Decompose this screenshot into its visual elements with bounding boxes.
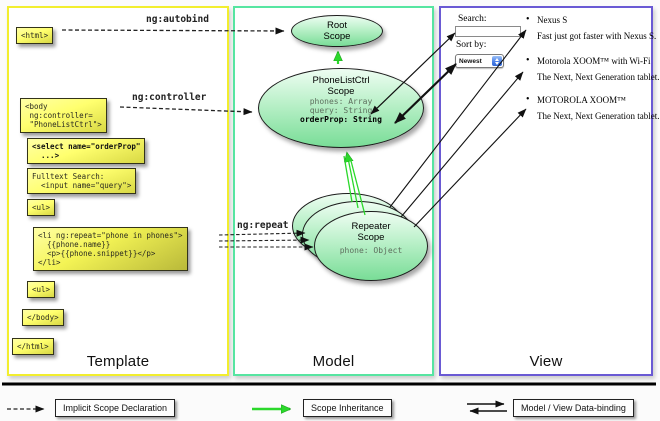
phonelistctrl-prop-phones: phones: Array	[309, 97, 373, 106]
view-item-name: Nexus S	[526, 14, 567, 25]
code-box-ul-close: <ul>	[27, 280, 56, 298]
repeater-scope-ellipse-front: Repeater Scope phone: Object	[314, 211, 428, 281]
repeater-prop-phone: phone: Object	[339, 246, 403, 255]
view-item-desc: Fast just got faster with Nexus S.	[537, 31, 657, 41]
ng-repeat-label: ng:repeat	[237, 220, 289, 231]
search-label: Search:	[458, 14, 487, 24]
code-box-body-open: <body ng:controller= "PhoneListCtrl">	[20, 97, 107, 133]
view-item-desc: The Next, Next Generation tablet.	[537, 72, 660, 82]
ng-controller-label: ng:controller	[132, 92, 207, 103]
search-input[interactable]	[455, 26, 521, 37]
ng-autobind-label: ng:autobind	[146, 14, 209, 25]
legend-implicit-scope-declaration: Implicit Scope Declaration	[55, 399, 176, 417]
code-box-ul-open: <ul>	[27, 198, 56, 216]
code-box-select: <select name="orderProp" ...>	[27, 137, 146, 164]
view-column-label: View	[529, 353, 563, 370]
root-scope-ellipse: Root Scope	[291, 15, 383, 47]
phonelistctrl-scope-title: PhoneListCtrl Scope	[312, 75, 370, 97]
repeater-scope-title: Repeater Scope	[351, 221, 391, 243]
view-item-name: Motorola XOOM™ with Wi-Fi	[526, 55, 651, 66]
model-column: Model	[233, 6, 434, 376]
phonelistctrl-prop-orderprop: orderProp: String	[300, 115, 382, 124]
sort-by-label: Sort by:	[456, 40, 487, 50]
legend-scope-inheritance: Scope Inheritance	[303, 399, 392, 417]
sort-dropdown-value: Newest	[459, 57, 482, 65]
code-box-html-open: <html>	[16, 26, 54, 44]
root-scope-title: Root Scope	[323, 20, 351, 42]
code-box-html-close: </html>	[12, 337, 54, 355]
dropdown-stepper-icon	[492, 56, 502, 66]
legend-model-view-data-binding: Model / View Data-binding	[513, 399, 634, 417]
code-box-li-repeat: <li ng:repeat="phone in phones"> {{phone…	[33, 226, 188, 271]
view-item-desc: The Next, Next Generation tablet.	[537, 111, 660, 121]
phonelistctrl-scope-ellipse: PhoneListCtrl Scope phones: Array query:…	[258, 68, 424, 148]
model-column-label: Model	[312, 353, 355, 370]
code-box-body-close: </body>	[22, 308, 64, 326]
sort-dropdown[interactable]: Newest	[455, 54, 504, 68]
code-box-fulltext-search: Fulltext Search: <input name="query">	[27, 167, 137, 194]
template-column-label: Template	[86, 353, 150, 370]
view-item-name: MOTOROLA XOOM™	[526, 94, 626, 105]
phonelistctrl-prop-query: query: String	[309, 106, 373, 115]
